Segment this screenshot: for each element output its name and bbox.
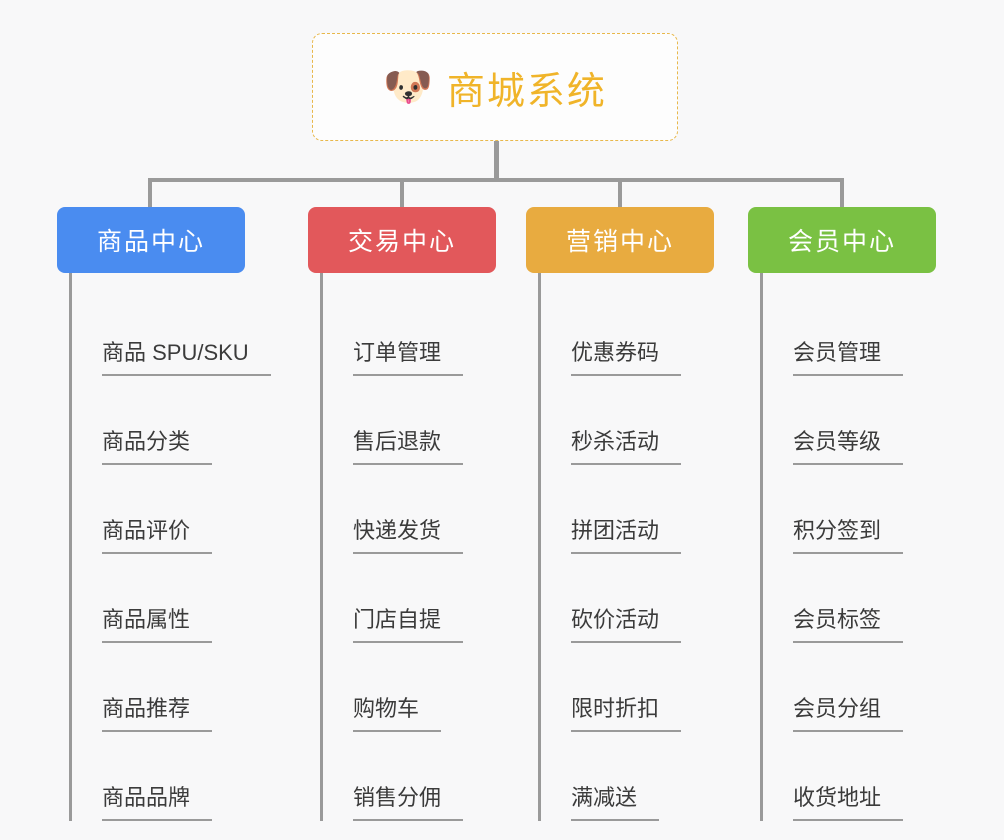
leaf-item[interactable]: 商品推荐: [72, 643, 245, 732]
leaf-item[interactable]: 拼团活动: [541, 465, 714, 554]
leaf-item[interactable]: 会员分组: [763, 643, 936, 732]
leaf-item[interactable]: 限时折扣: [541, 643, 714, 732]
leaf-item[interactable]: 优惠券码: [541, 287, 714, 376]
leaf-label: 购物车: [353, 691, 442, 732]
shiba-dog-face-icon: 🐶: [383, 65, 433, 109]
drop-connector-1: [148, 178, 152, 208]
leaf-list-product-center: 商品 SPU/SKU 商品分类 商品评价 商品属性 商品推荐 商品品牌: [69, 273, 271, 821]
category-title: 营销中心: [565, 228, 674, 256]
leaf-label: 商品品牌: [102, 780, 213, 821]
leaf-item[interactable]: 快递发货: [323, 465, 496, 554]
leaf-list-member-center: 会员管理 会员等级 积分签到 会员标签 会员分组 收货地址: [760, 273, 936, 821]
leaf-label: 商品分类: [102, 424, 213, 465]
leaf-item[interactable]: 订单管理: [323, 287, 496, 376]
column-trade-center: 交易中心 订单管理 售后退款 快递发货 门店自提 购物车 销售分佣: [308, 207, 496, 821]
leaf-item[interactable]: 满减送: [541, 732, 714, 821]
leaf-item[interactable]: 会员等级: [763, 376, 936, 465]
root-stem-connector: [494, 141, 499, 182]
leaf-item[interactable]: 商品评价: [72, 465, 245, 554]
leaf-item[interactable]: 商品分类: [72, 376, 245, 465]
category-title: 会员中心: [787, 228, 896, 256]
leaf-item[interactable]: 收货地址: [763, 732, 936, 821]
leaf-label: 满减送: [571, 780, 660, 821]
category-header-trade-center[interactable]: 交易中心: [308, 207, 496, 273]
column-marketing-center: 营销中心 优惠券码 秒杀活动 拼团活动 砍价活动 限时折扣 满减送: [526, 207, 714, 821]
leaf-item[interactable]: 积分签到: [763, 465, 936, 554]
drop-connector-3: [618, 178, 622, 208]
leaf-label: 会员标签: [793, 602, 904, 643]
drop-connector-4: [840, 178, 844, 208]
leaf-item[interactable]: 商品 SPU/SKU: [72, 287, 271, 376]
leaf-label: 拼团活动: [571, 513, 682, 554]
category-header-product-center[interactable]: 商品中心: [57, 207, 245, 273]
leaf-label: 会员等级: [793, 424, 904, 465]
category-header-marketing-center[interactable]: 营销中心: [526, 207, 714, 273]
root-title: 商城系统: [446, 70, 607, 113]
leaf-item[interactable]: 砍价活动: [541, 554, 714, 643]
leaf-item[interactable]: 会员标签: [763, 554, 936, 643]
leaf-label: 门店自提: [353, 602, 464, 643]
leaf-label: 商品属性: [102, 602, 213, 643]
leaf-list-marketing-center: 优惠券码 秒杀活动 拼团活动 砍价活动 限时折扣 满减送: [538, 273, 714, 821]
leaf-label: 快递发货: [353, 513, 464, 554]
drop-connector-2: [400, 178, 404, 208]
leaf-list-trade-center: 订单管理 售后退款 快递发货 门店自提 购物车 销售分佣: [320, 273, 496, 821]
root-node[interactable]: 🐶 商城系统: [312, 33, 678, 141]
leaf-label: 销售分佣: [353, 780, 464, 821]
leaf-label: 商品推荐: [102, 691, 213, 732]
leaf-label: 商品 SPU/SKU: [102, 335, 271, 376]
leaf-label: 订单管理: [353, 335, 464, 376]
leaf-label: 优惠券码: [571, 335, 682, 376]
leaf-item[interactable]: 购物车: [323, 643, 496, 732]
leaf-label: 收货地址: [793, 780, 904, 821]
horizontal-bus-connector: [148, 178, 844, 182]
leaf-label: 会员分组: [793, 691, 904, 732]
leaf-item[interactable]: 售后退款: [323, 376, 496, 465]
column-member-center: 会员中心 会员管理 会员等级 积分签到 会员标签 会员分组 收货地址: [748, 207, 936, 821]
category-title: 商品中心: [96, 228, 205, 256]
leaf-label: 限时折扣: [571, 691, 682, 732]
leaf-label: 秒杀活动: [571, 424, 682, 465]
leaf-item[interactable]: 秒杀活动: [541, 376, 714, 465]
leaf-item[interactable]: 商品属性: [72, 554, 245, 643]
leaf-label: 会员管理: [793, 335, 904, 376]
leaf-label: 积分签到: [793, 513, 904, 554]
leaf-label: 商品评价: [102, 513, 213, 554]
category-title: 交易中心: [347, 228, 456, 256]
leaf-item[interactable]: 销售分佣: [323, 732, 496, 821]
leaf-item[interactable]: 商品品牌: [72, 732, 245, 821]
column-product-center: 商品中心 商品 SPU/SKU 商品分类 商品评价 商品属性 商品推荐 商品品牌: [57, 207, 271, 821]
leaf-label: 砍价活动: [571, 602, 682, 643]
category-header-member-center[interactable]: 会员中心: [748, 207, 936, 273]
leaf-item[interactable]: 会员管理: [763, 287, 936, 376]
leaf-item[interactable]: 门店自提: [323, 554, 496, 643]
leaf-label: 售后退款: [353, 424, 464, 465]
